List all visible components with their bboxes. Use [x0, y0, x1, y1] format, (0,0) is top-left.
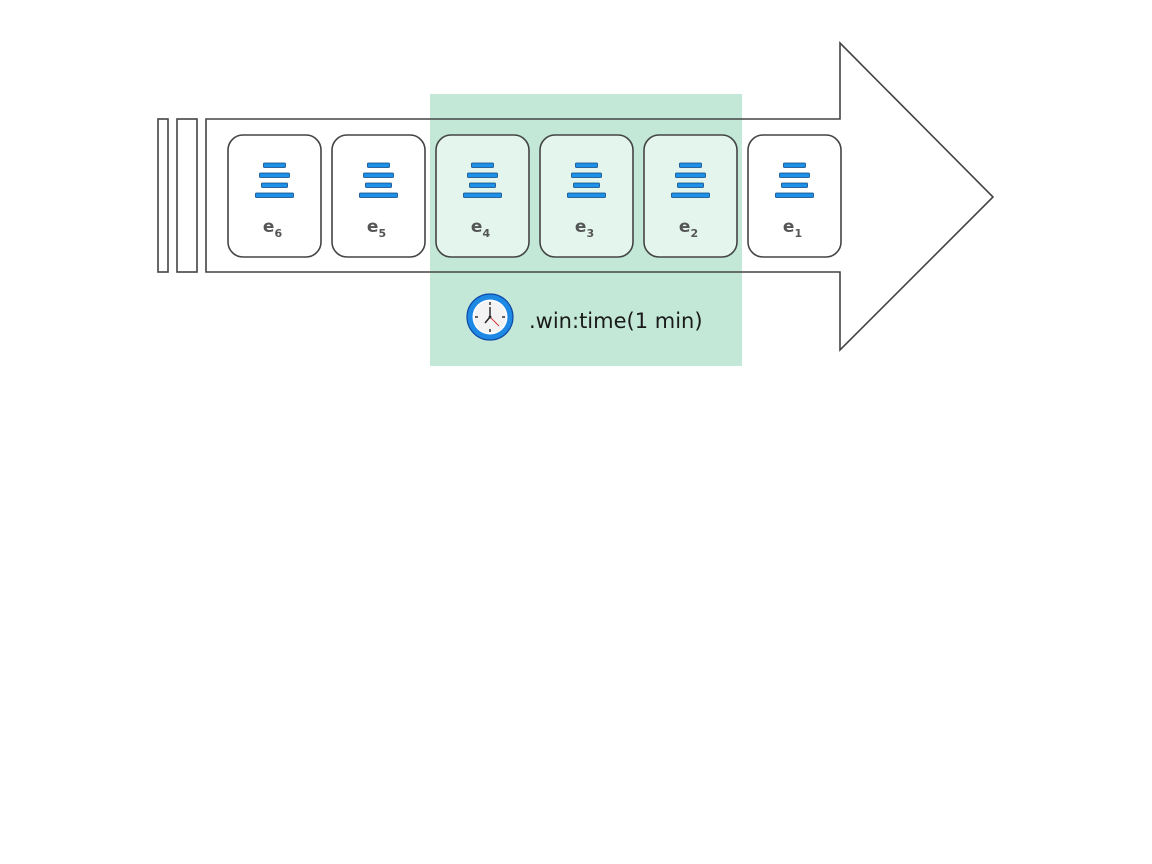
document-lines-icon	[671, 162, 710, 198]
event-letter: e	[471, 217, 483, 237]
document-lines-icon	[567, 162, 606, 198]
event-label: e3	[575, 217, 594, 240]
event-card: e3	[539, 134, 634, 258]
document-lines-icon	[775, 162, 814, 198]
stream-tail-bar	[157, 118, 169, 273]
event-index: 1	[794, 227, 802, 240]
event-card: e4	[435, 134, 530, 258]
event-letter: e	[783, 217, 795, 237]
event-label: e4	[471, 217, 491, 240]
document-lines-icon	[463, 162, 502, 198]
clock-icon	[466, 293, 514, 341]
event-index: 4	[482, 227, 490, 240]
event-index: 5	[378, 227, 386, 240]
event-letter: e	[679, 217, 691, 237]
event-letter: e	[263, 217, 275, 237]
event-index: 2	[690, 227, 698, 240]
event-card: e6	[227, 134, 322, 258]
event-letter: e	[575, 217, 587, 237]
event-label: e5	[367, 217, 386, 240]
window-label: .win:time(1 min)	[529, 309, 703, 333]
event-index: 3	[586, 227, 594, 240]
event-index: 6	[274, 227, 282, 240]
event-card: e5	[331, 134, 426, 258]
event-letter: e	[367, 217, 379, 237]
event-card: e2	[643, 134, 738, 258]
stream-tail-bar	[176, 118, 198, 273]
event-label: e1	[783, 217, 802, 240]
event-label: e6	[263, 217, 283, 240]
document-lines-icon	[359, 162, 398, 198]
document-lines-icon	[255, 162, 294, 198]
event-label: e2	[679, 217, 698, 240]
stream-arrow	[205, 41, 995, 352]
event-card: e1	[747, 134, 842, 258]
